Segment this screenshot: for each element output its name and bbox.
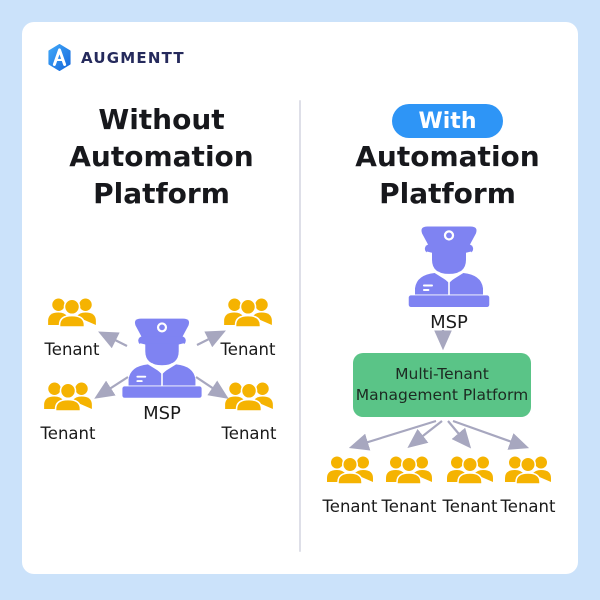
content-card: AUGMENTT Without Automation Platform Wit… (22, 22, 578, 574)
msp-label: MSP (143, 403, 181, 424)
platform-box-line-2: Management Platform (355, 386, 529, 404)
tenant-group-bottom-right: Tenant (211, 375, 287, 443)
augmentt-logo-icon (48, 44, 71, 71)
tenant-label: Tenant (44, 340, 100, 359)
tenant-group-1: Tenant (312, 449, 388, 516)
tenant-label: Tenant (322, 497, 378, 516)
tenant-label: Tenant (500, 497, 556, 516)
tenant-group-top-left: Tenant (34, 291, 110, 359)
left-title: Without Automation Platform (39, 101, 284, 212)
tenant-label: Tenant (381, 497, 437, 516)
logo-text: AUGMENTT (81, 48, 185, 67)
people-group-icon (385, 455, 433, 485)
platform-box-line-1: Multi-Tenant (395, 365, 489, 383)
column-divider (299, 100, 301, 552)
msp-officer-icon (121, 317, 203, 398)
people-group-icon (223, 297, 273, 328)
left-title-line-3: Platform (93, 177, 230, 210)
with-badge-label: With (418, 108, 477, 134)
tenant-group-3: Tenant (432, 449, 508, 516)
with-badge: With (392, 104, 503, 138)
tenant-group-2: Tenant (371, 449, 447, 516)
msp-officer-icon (407, 225, 491, 307)
people-group-icon (47, 297, 97, 328)
right-title-line-1: Automation (355, 140, 540, 173)
right-title: Automation Platform (331, 138, 564, 212)
tenant-group-4: Tenant (490, 449, 566, 516)
people-group-icon (446, 455, 494, 485)
tenant-group-bottom-left: Tenant (30, 375, 106, 443)
msp-left: MSP (118, 314, 206, 424)
msp-right: MSP (404, 222, 494, 333)
multi-tenant-platform-box: Multi-Tenant Management Platform (353, 353, 531, 417)
tenant-label: Tenant (221, 424, 277, 443)
tenant-label: Tenant (442, 497, 498, 516)
people-group-icon (326, 455, 374, 485)
people-group-icon (504, 455, 552, 485)
people-group-icon (224, 381, 274, 412)
augmentt-logo: AUGMENTT (46, 44, 185, 71)
left-title-line-1: Without (98, 103, 225, 136)
people-group-icon (43, 381, 93, 412)
msp-label: MSP (430, 312, 468, 333)
right-title-line-2: Platform (379, 177, 516, 210)
tenant-label: Tenant (220, 340, 276, 359)
left-title-line-2: Automation (69, 140, 254, 173)
tenant-group-top-right: Tenant (210, 291, 286, 359)
tenant-label: Tenant (40, 424, 96, 443)
